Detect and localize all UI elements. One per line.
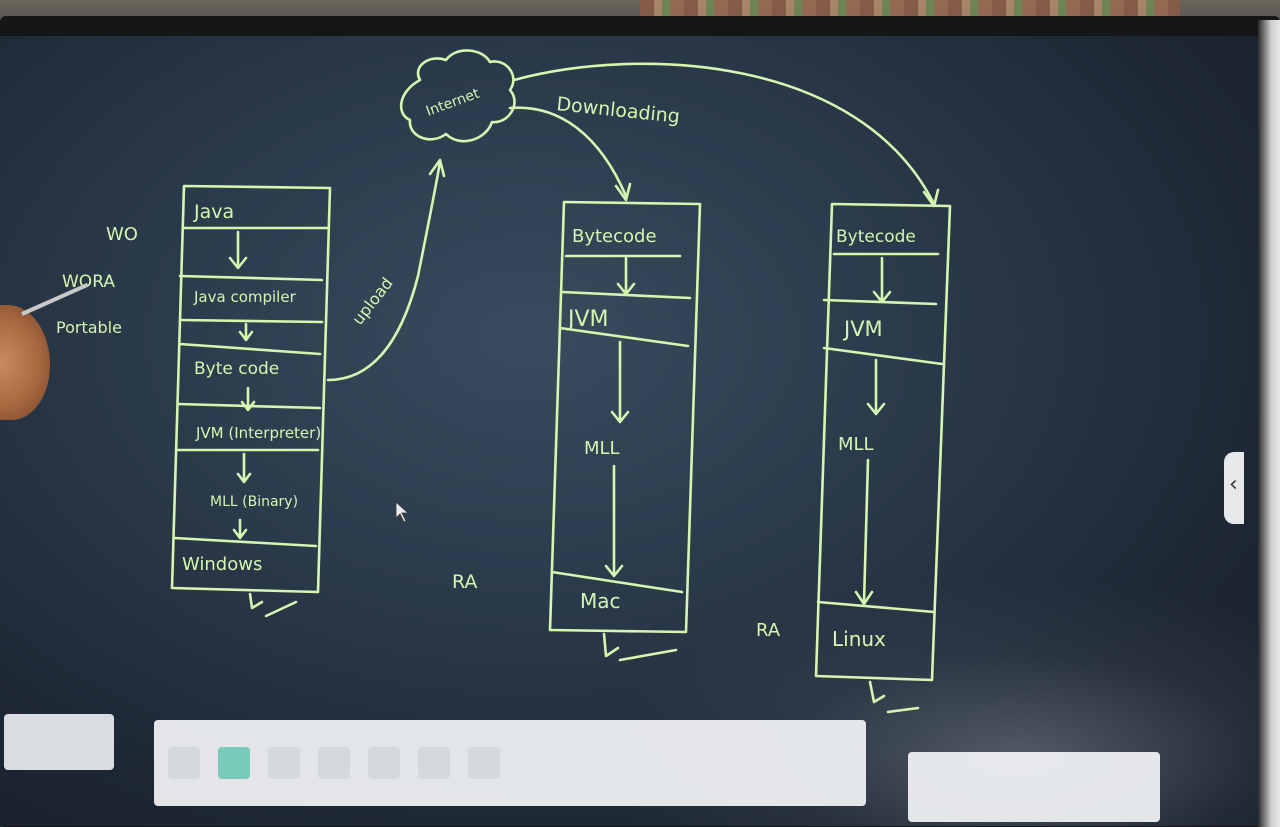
arrow — [610, 340, 630, 424]
shape-tool-icon[interactable] — [318, 747, 350, 779]
divider — [816, 600, 936, 614]
divider — [822, 346, 944, 366]
divider — [550, 570, 684, 594]
stack-item: Java — [193, 201, 234, 223]
stack-item: Bytecode — [572, 226, 657, 247]
download-arrow-linux — [512, 62, 936, 206]
windows-stack: Java Java compiler Byte code JVM (Interp… — [170, 184, 332, 618]
check-mark — [868, 680, 920, 714]
internet-cloud — [399, 49, 516, 143]
arrow — [236, 452, 252, 484]
stack-item: JVM — [566, 307, 609, 332]
stack-item: JVM (Interpreter) — [195, 424, 321, 442]
linux-stack: Bytecode JVM MLL Linux — [814, 202, 952, 714]
whiteboard-screen[interactable]: WO WORA Portable Java Java compiler Byte… — [0, 36, 1258, 826]
arrow — [616, 256, 636, 296]
portable-label: Portable — [56, 318, 122, 337]
downloading-label: Downloading — [555, 93, 680, 128]
wora-label: WORA — [62, 272, 115, 292]
redo-tool-icon[interactable] — [468, 747, 500, 779]
whiteboard-canvas[interactable]: WO WORA Portable Java Java compiler Byte… — [0, 36, 1258, 826]
arrow — [854, 458, 874, 606]
download-arrowhead-mac — [614, 182, 632, 202]
undo-tool-icon[interactable] — [418, 747, 450, 779]
stack-item: Mac — [580, 589, 621, 613]
internet-label: Internet — [424, 86, 482, 120]
divider — [178, 318, 324, 324]
upload-label: upload — [348, 274, 397, 329]
arrow — [238, 322, 254, 342]
stack-item: MLL (Binary) — [210, 494, 298, 510]
text-tool-icon[interactable] — [368, 747, 400, 779]
stack-item: Windows — [182, 554, 262, 575]
ra-label-mac: RA — [452, 571, 477, 593]
arrow — [240, 386, 256, 412]
arrow — [604, 464, 624, 578]
stack-item: MLL — [584, 438, 620, 459]
divider — [178, 274, 324, 282]
arrow — [232, 518, 248, 540]
page-controls-toolbar[interactable] — [908, 752, 1160, 822]
divider — [172, 536, 318, 548]
mac-stack-box — [548, 200, 702, 634]
stack-item: Bytecode — [836, 227, 916, 247]
ra-label-linux: RA — [756, 620, 781, 641]
wall-artwork — [640, 0, 1180, 18]
stack-item: Byte code — [194, 359, 279, 379]
stack-item: Linux — [832, 627, 886, 651]
check-mark — [602, 632, 678, 662]
side-panel-handle[interactable] — [1224, 452, 1244, 524]
divider — [558, 326, 690, 348]
arrow — [228, 230, 248, 270]
page-navigator-toolbar[interactable] — [4, 714, 114, 770]
mouse-cursor-icon — [395, 501, 410, 523]
linux-stack-box — [814, 202, 952, 682]
divider — [822, 298, 938, 306]
arrow — [872, 256, 892, 304]
wo-label: WO — [106, 224, 138, 245]
divider — [178, 342, 322, 356]
arrow — [866, 358, 886, 416]
mac-stack: Bytecode JVM MLL Mac — [548, 200, 702, 662]
stack-item: MLL — [838, 434, 874, 455]
upload-arrow — [326, 160, 442, 382]
stack-item: Java compiler — [193, 288, 297, 306]
check-mark — [248, 592, 298, 618]
display-side-frame — [1258, 20, 1280, 827]
pen-tool-icon[interactable] — [218, 747, 250, 779]
eraser-tool-icon[interactable] — [268, 747, 300, 779]
upload-arrowhead — [428, 158, 446, 178]
stack-item: JVM — [842, 317, 883, 341]
download-arrow-mac — [508, 106, 628, 198]
drawing-toolbar[interactable] — [154, 720, 866, 806]
windows-stack-box — [170, 184, 332, 594]
select-tool-icon[interactable] — [168, 747, 200, 779]
